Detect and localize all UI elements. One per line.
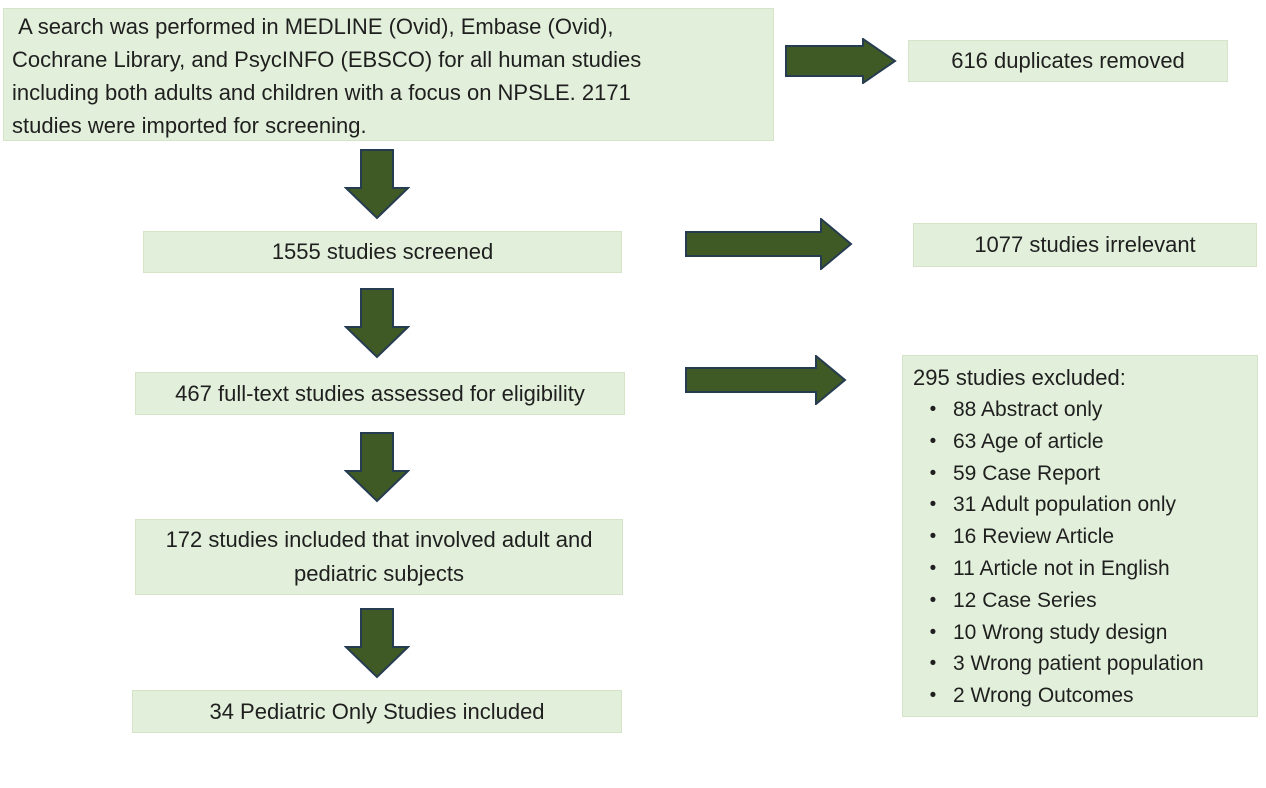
excluded-item: • 63 Age of article [913,426,1249,458]
arrow-right-irrelevant-icon [685,218,853,270]
excluded-item: • 11 Article not in English [913,553,1249,585]
included-mixed-box: 172 studies included that involved adult… [135,519,623,595]
bullet-icon: • [929,685,937,707]
excluded-header: 295 studies excluded: [913,365,1126,390]
arrow-down-4-icon [344,608,410,679]
excluded-item-label: 10 Wrong study design [953,620,1168,644]
excluded-item: • 12 Case Series [913,585,1249,617]
excluded-item-label: 31 Adult population only [953,493,1177,517]
pediatric-only-box: 34 Pediatric Only Studies included [132,690,622,733]
bullet-icon: • [929,526,937,548]
arrow-right-duplicates-icon [785,38,897,84]
excluded-item-label: 59 Case Report [953,461,1101,485]
excluded-item-label: 11 Article not in English [953,556,1170,580]
text-line: studies were imported for screening. [12,113,367,138]
excluded-item: • 31 Adult population only [913,489,1249,521]
excluded-list: • 88 Abstract only • 63 Age of article • 59 C… [913,394,1249,712]
studies-irrelevant-box: 1077 studies irrelevant [913,223,1257,267]
excluded-item: • 59 Case Report [913,458,1249,490]
bullet-icon: • [929,494,937,516]
bullet-icon: • [929,399,937,420]
excluded-item-label: 88 Abstract only [953,398,1103,421]
excluded-item: • 16 Review Article [913,521,1249,553]
text-line: Cochrane Library, and PsycINFO (EBSCO) f… [12,47,642,72]
bullet-icon: • [929,621,937,643]
studies-screened-box: 1555 studies screened [143,231,622,273]
studies-excluded-box: 295 studies excluded: •88 Abstract only•… [902,355,1258,717]
fulltext-assessed-box: 467 full-text studies assessed for eligi… [135,372,625,415]
bullet-icon: • [929,430,937,452]
excluded-item-label: 2 Wrong Outcomes [953,684,1134,708]
excluded-item: • 3 Wrong patient population [913,648,1249,680]
excluded-item-label: 12 Case Series [953,588,1097,612]
search-description-box: A search was performed in MEDLINE (Ovid)… [3,8,774,141]
bullet-icon: • [929,557,937,579]
excluded-item-label: 3 Wrong patient population [953,652,1204,676]
bullet-icon: • [929,653,937,675]
arrow-down-3-icon [344,432,410,503]
text-line: A search was performed in MEDLINE (Ovid)… [12,14,614,39]
bullet-icon: • [929,462,937,484]
excluded-item-label: 63 Age of article [953,429,1104,453]
duplicates-removed-box: 616 duplicates removed [908,40,1228,82]
text-line: including both adults and children with … [12,80,631,105]
arrow-down-1-icon [344,149,410,220]
excluded-item: • 10 Wrong study design [913,617,1249,649]
excluded-item-label: 16 Review Article [953,525,1115,549]
bullet-icon: • [929,589,937,611]
arrow-right-excluded-icon [685,355,847,405]
excluded-item: • 2 Wrong Outcomes [913,680,1249,712]
arrow-down-2-icon [344,288,410,359]
excluded-item: • 88 Abstract only [913,394,1249,426]
